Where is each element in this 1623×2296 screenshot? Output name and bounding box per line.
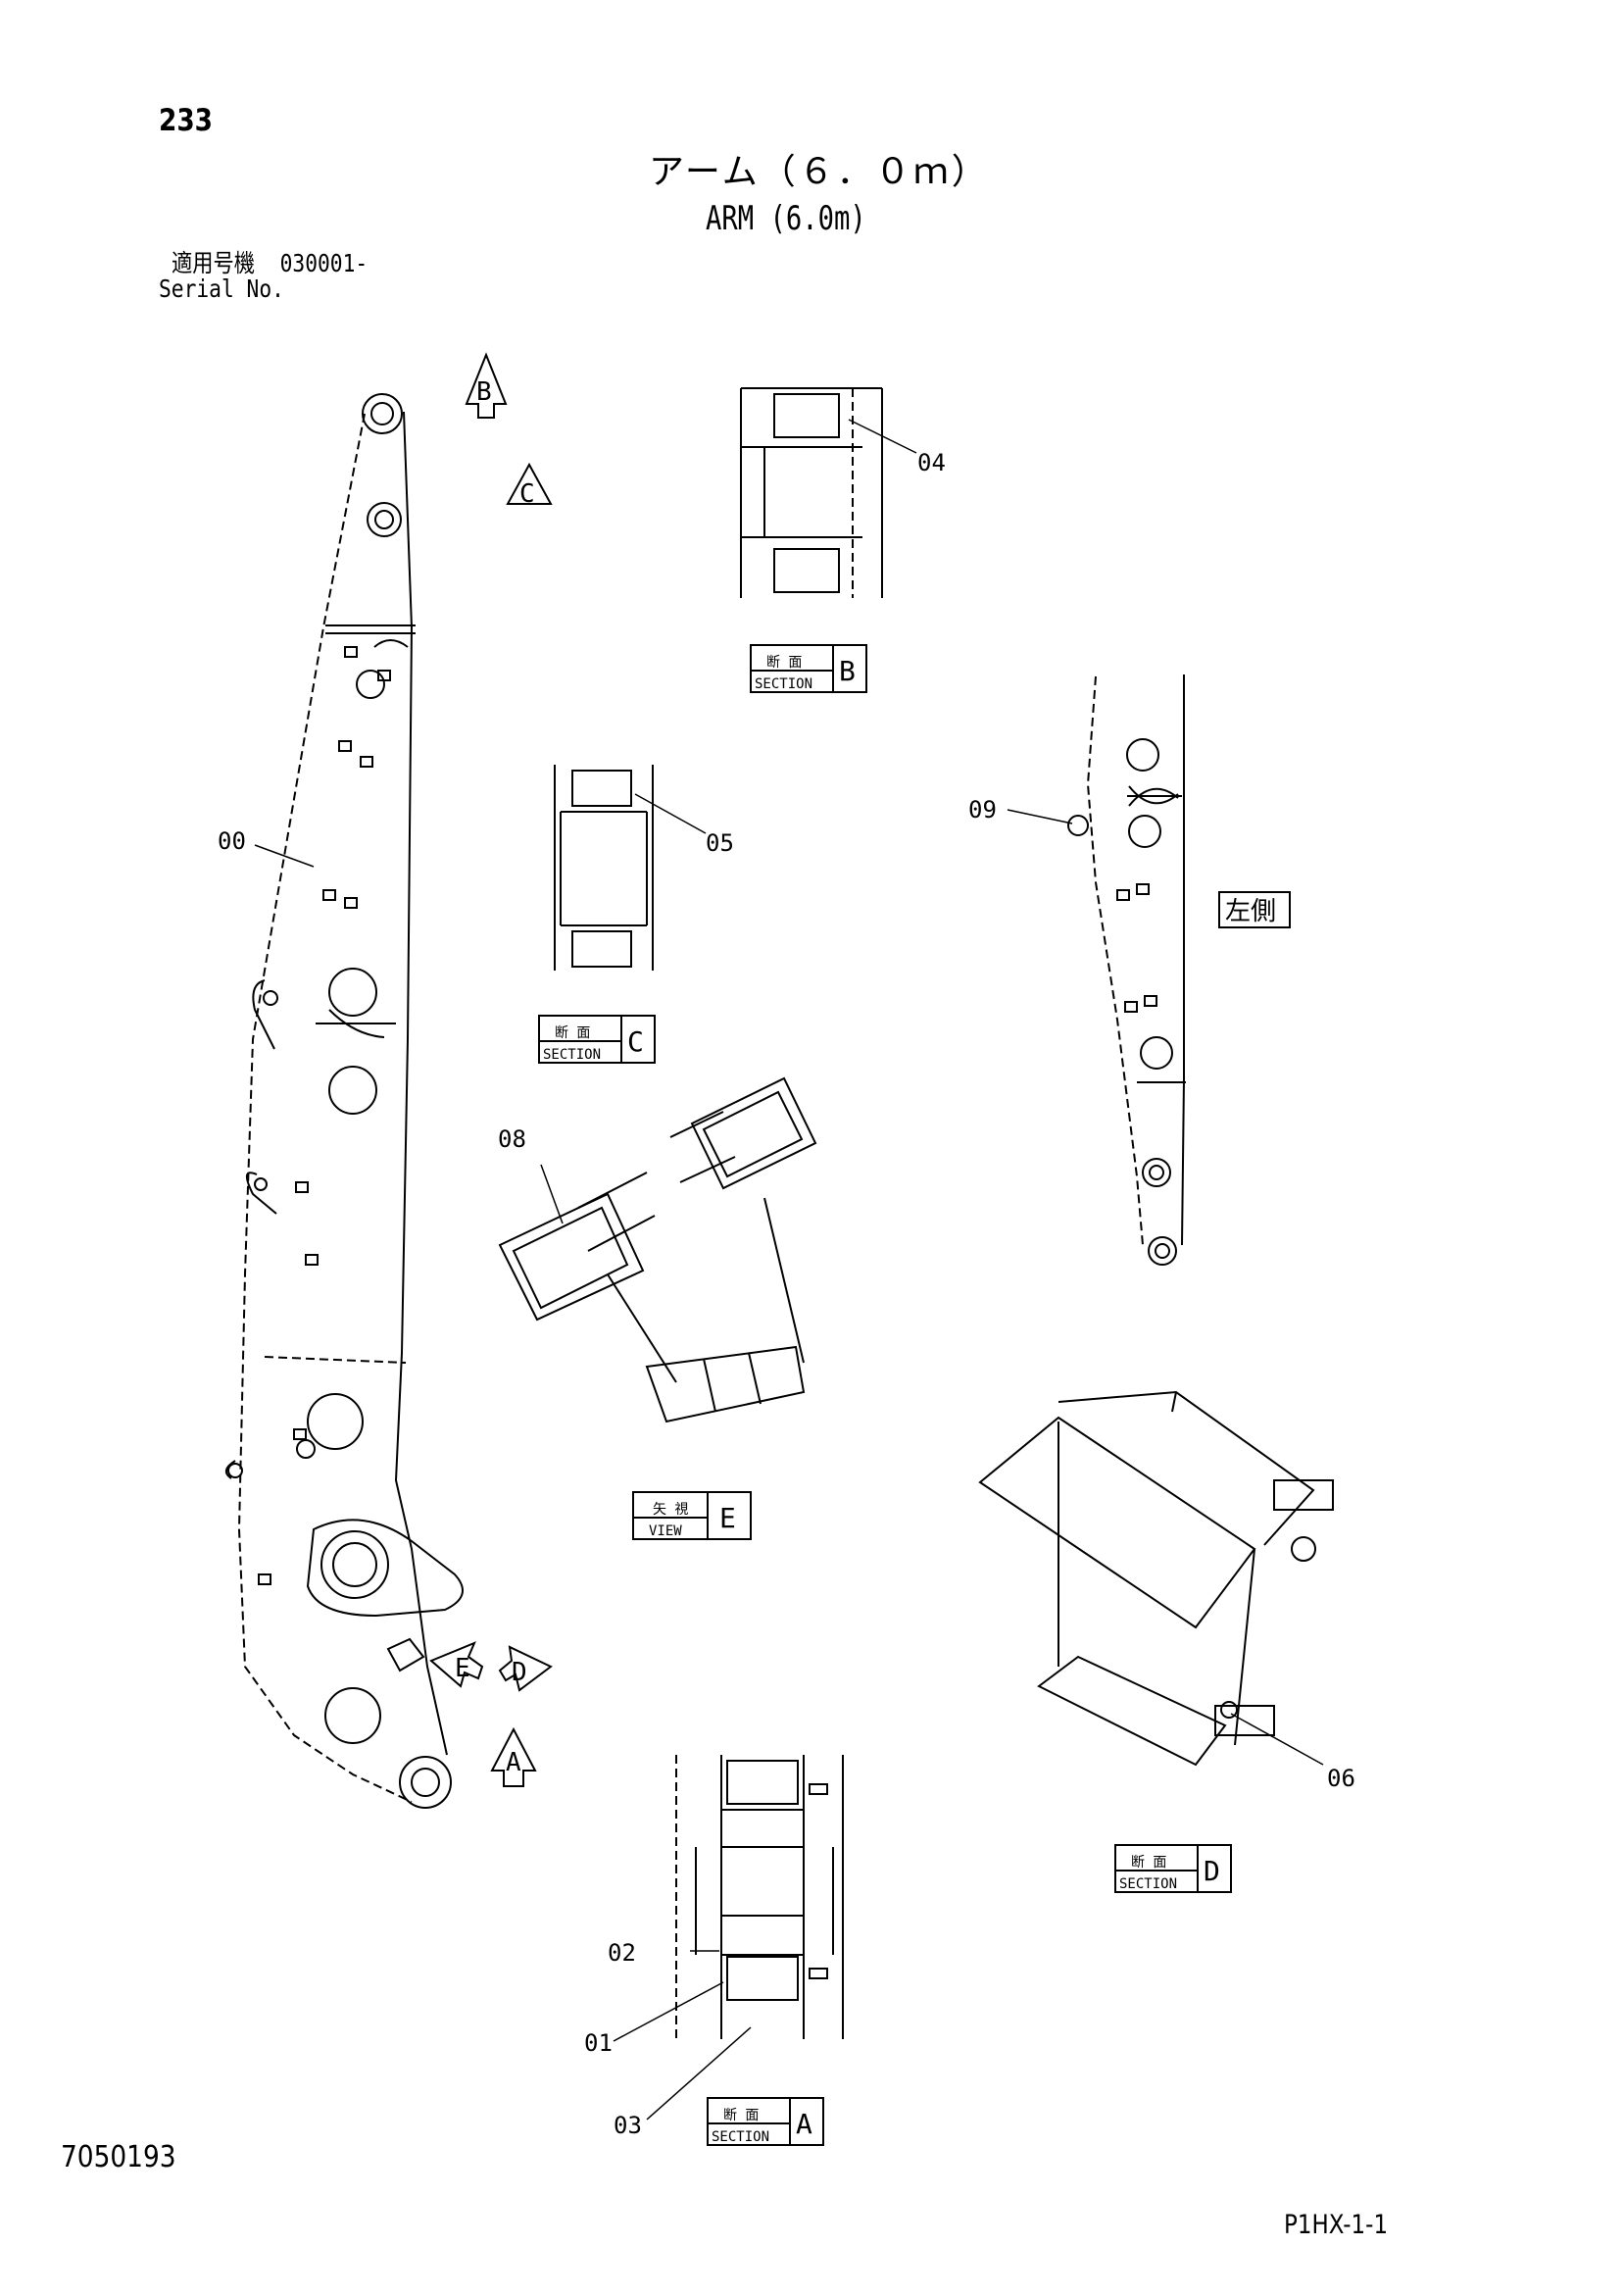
section-box-b <box>750 644 867 693</box>
side-label-box <box>1218 891 1291 928</box>
view-marker-b <box>465 352 508 419</box>
marker-c-label: C <box>519 479 535 509</box>
callout-05: 05 <box>706 829 734 857</box>
section-a-jp: 断 面 <box>723 2108 759 2123</box>
section-b-jp: 断 面 <box>766 655 802 671</box>
view-marker-e <box>429 1641 484 1688</box>
callout-08: 08 <box>498 1125 526 1153</box>
title-japanese: アーム（６．０ｍ） <box>649 152 990 192</box>
page-number: 233 <box>159 103 214 138</box>
arm-main-drawing <box>224 393 464 1809</box>
section-a-drawing <box>675 1755 844 2039</box>
view-e-drawing <box>498 1076 817 1423</box>
section-d-drawing <box>978 1390 1334 1767</box>
section-box-d <box>1114 1844 1232 1893</box>
section-box-c <box>538 1015 656 1064</box>
view-marker-d <box>498 1645 553 1692</box>
document-number: 7050193 <box>61 2140 176 2174</box>
marker-e-label: E <box>455 1654 470 1683</box>
section-box-e <box>632 1491 752 1540</box>
view-marker-c <box>506 462 553 505</box>
callout-06: 06 <box>1327 1765 1355 1792</box>
section-d-en: SECTION <box>1119 1876 1177 1892</box>
view-e-jp: 矢 視 <box>653 1502 688 1518</box>
section-c-drawing <box>554 765 654 971</box>
title-english: ARM (6.0m) <box>706 199 866 238</box>
section-c-jp: 断 面 <box>555 1025 590 1041</box>
page-code: P1HX-1-1 <box>1284 2210 1389 2240</box>
section-a-letter: A <box>796 2108 812 2140</box>
section-b-letter: B <box>839 655 856 687</box>
marker-d-label: D <box>512 1658 527 1687</box>
section-b-drawing <box>740 387 883 598</box>
callout-00: 00 <box>218 827 246 855</box>
serial-label-jp: 適用号機 <box>172 249 256 277</box>
view-e-en: VIEW <box>649 1523 682 1539</box>
section-d-jp: 断 面 <box>1131 1855 1166 1871</box>
callout-03: 03 <box>614 2112 642 2139</box>
serial-row: 適用号機 030001- <box>172 251 368 275</box>
left-side-view-drawing <box>1067 674 1186 1266</box>
section-box-a <box>707 2097 824 2146</box>
section-d-letter: D <box>1204 1855 1220 1887</box>
serial-value: 030001- <box>279 249 369 277</box>
callout-09: 09 <box>968 796 997 824</box>
section-a-en: SECTION <box>712 2129 769 2145</box>
section-b-en: SECTION <box>755 676 812 692</box>
marker-b-label: B <box>476 377 492 407</box>
callout-02: 02 <box>608 1939 636 1967</box>
marker-a-label: A <box>506 1748 521 1777</box>
section-c-en: SECTION <box>543 1047 601 1063</box>
section-c-letter: C <box>627 1025 644 1058</box>
view-marker-a <box>490 1726 537 1787</box>
serial-label-en: Serial No. <box>159 275 284 303</box>
callout-04: 04 <box>917 449 946 476</box>
callout-01: 01 <box>584 2029 613 2057</box>
view-e-letter: E <box>719 1502 736 1534</box>
side-label: 左側 <box>1225 897 1276 926</box>
